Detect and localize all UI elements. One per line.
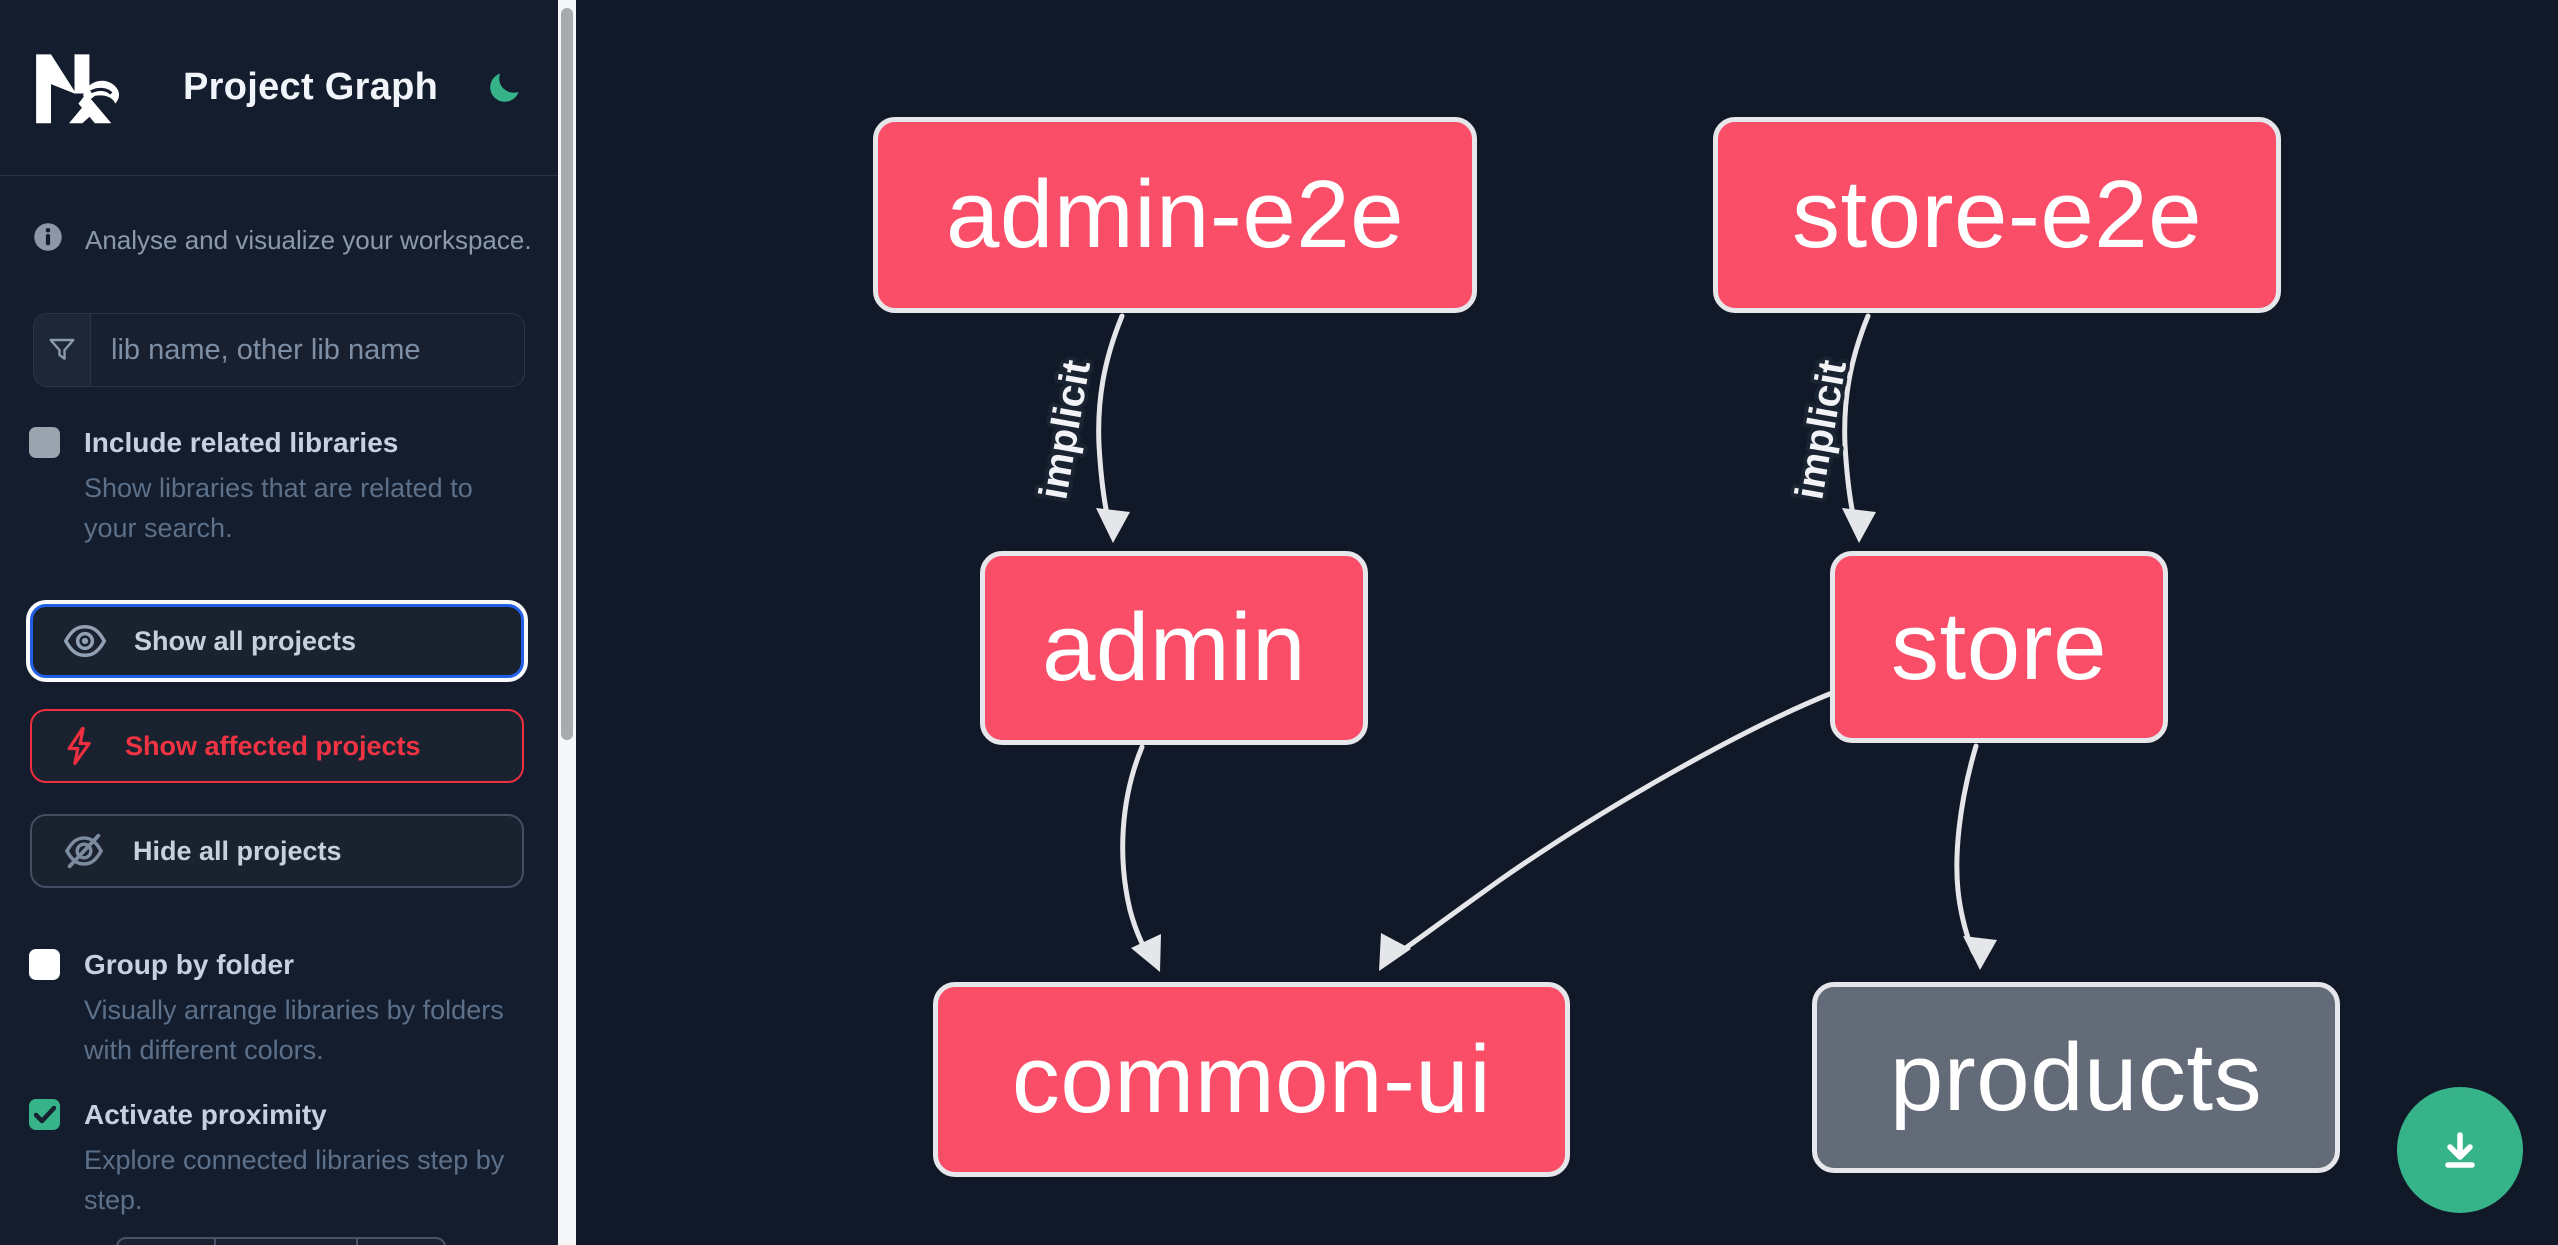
group-by-folder-checkbox[interactable] <box>29 949 60 980</box>
node-label: store <box>1891 593 2107 700</box>
activate-proximity-label: Activate proximity <box>84 1099 327 1130</box>
edge-label-implicit: implicit <box>1787 357 1855 503</box>
edge-admin-common-ui <box>1120 744 1155 964</box>
group-by-folder-description: Visually arrange libraries by folders wi… <box>84 995 504 1065</box>
graph-node-admin[interactable]: admin <box>980 551 1368 745</box>
arrowhead <box>1963 936 1997 970</box>
show-all-projects-label: Show all projects <box>134 625 357 656</box>
eye-icon <box>63 624 107 658</box>
stepper-value-segment <box>216 1239 358 1245</box>
activate-proximity-checkbox[interactable] <box>29 1099 60 1130</box>
edge-store-common-ui <box>1397 690 1835 955</box>
search-input[interactable] <box>91 314 524 386</box>
show-all-projects-button[interactable]: Show all projects <box>30 604 524 678</box>
show-affected-projects-button[interactable]: Show affected projects <box>30 709 524 783</box>
graph-node-store[interactable]: store <box>1830 551 2168 743</box>
activate-proximity-row: Activate proximity Explore connected lib… <box>29 1096 529 1220</box>
nx-logo <box>36 53 120 123</box>
sidebar-header: Project Graph <box>0 0 558 176</box>
include-related-checkbox[interactable] <box>29 427 60 458</box>
activate-proximity-description: Explore connected libraries step by step… <box>84 1145 505 1215</box>
node-label: products <box>1889 1023 2263 1131</box>
stepper-decrement-segment[interactable] <box>118 1239 216 1245</box>
node-label: store-e2e <box>1791 161 2203 268</box>
workspace-tagline: Analyse and visualize your workspace. <box>33 222 533 257</box>
group-by-folder-label: Group by folder <box>84 949 294 980</box>
download-image-button[interactable] <box>2397 1087 2523 1213</box>
include-related-description: Show libraries that are related to your … <box>84 473 473 543</box>
show-affected-projects-label: Show affected projects <box>125 730 421 761</box>
tagline-text: Analyse and visualize your workspace. <box>85 225 532 255</box>
bolt-icon <box>67 726 91 766</box>
filter-icon-cell <box>34 314 91 386</box>
edge-admin-e2e-admin <box>1096 313 1125 531</box>
eye-off-icon <box>64 833 104 869</box>
group-by-folder-row: Group by folder Visually arrange librari… <box>29 946 529 1070</box>
info-icon <box>34 223 62 251</box>
arrowhead <box>1096 508 1130 543</box>
node-label: admin <box>1042 594 1306 701</box>
graph-node-common-ui[interactable]: common-ui <box>933 982 1570 1177</box>
project-filter <box>33 313 525 387</box>
page-title: Project Graph <box>183 66 439 108</box>
hide-all-projects-button[interactable]: Hide all projects <box>30 814 524 888</box>
arrowhead <box>1842 508 1876 543</box>
check-icon <box>33 1105 56 1123</box>
node-label: admin-e2e <box>945 161 1405 268</box>
edge-store-products <box>1954 743 1979 956</box>
arrowhead <box>1379 933 1411 971</box>
include-related-row: Include related libraries Show libraries… <box>29 424 529 548</box>
edge-store-e2e-store <box>1842 313 1871 531</box>
sidebar-scrollbar-thumb[interactable] <box>561 8 573 740</box>
download-icon <box>2445 1132 2475 1168</box>
hide-all-projects-label: Hide all projects <box>133 835 342 866</box>
filter-icon <box>49 338 75 360</box>
edge-label-implicit: implicit <box>1031 357 1099 503</box>
node-label: common-ui <box>1011 1025 1492 1133</box>
include-related-label: Include related libraries <box>84 427 399 458</box>
arrowhead <box>1131 934 1161 972</box>
graph-node-products[interactable]: products <box>1812 982 2340 1173</box>
graph-node-admin-e2e[interactable]: admin-e2e <box>873 117 1477 313</box>
moon-icon[interactable] <box>486 70 522 106</box>
sidebar: Project Graph Analyse and visualize your… <box>0 0 558 1245</box>
graph-node-store-e2e[interactable]: store-e2e <box>1713 117 2281 313</box>
